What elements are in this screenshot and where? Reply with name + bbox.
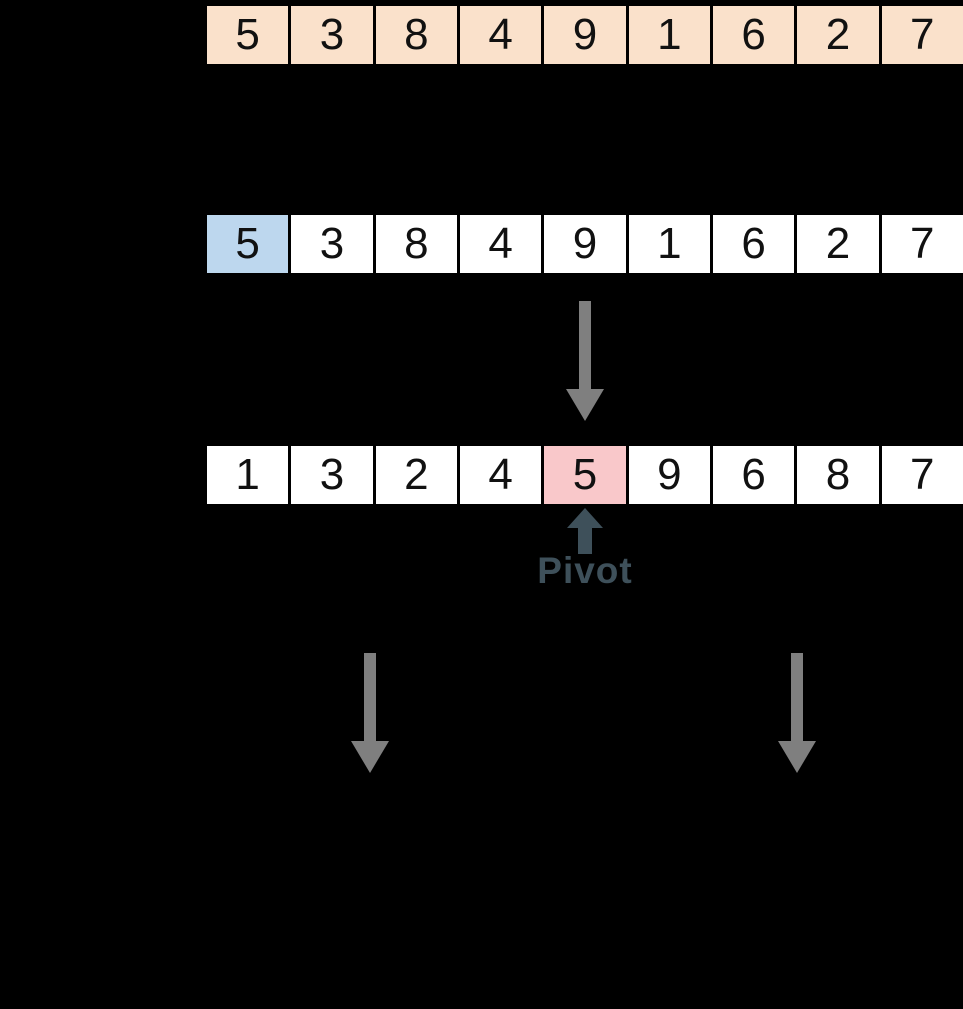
array-cell: 2 [797,6,879,64]
array-cell: 5 [207,6,289,64]
array-cell: 4 [459,446,542,504]
array-cell-pivot-selected: 5 [207,215,289,273]
array-cell: 1 [207,446,289,504]
pivot-arrow-up-icon [567,508,603,554]
array-cell: 4 [459,215,542,273]
array-cell: 6 [712,215,795,273]
array-cell: 3 [291,215,373,273]
array-cell: 7 [881,6,963,64]
array-cell: 8 [797,446,879,504]
array-cell: 2 [375,446,457,504]
array-cell: 7 [881,446,963,504]
partitioned-array: 1 3 2 4 5 9 6 8 7 [204,443,963,507]
array-cell: 2 [797,215,879,273]
array-cell: 3 [291,6,373,64]
array-cell: 3 [291,446,373,504]
array-cell-pivot: 5 [544,446,626,504]
array-cell: 4 [459,6,542,64]
arrow-down-right-partition-icon [778,653,816,773]
pivot-label: Pivot [537,550,633,591]
array-cell: 8 [375,215,457,273]
array-cell: 6 [712,6,795,64]
unsorted-array: 5 3 8 4 9 1 6 2 7 [204,3,963,67]
array-cell: 1 [628,215,710,273]
pivot-selected-array: 5 3 8 4 9 1 6 2 7 [204,212,963,276]
array-cell: 9 [544,215,626,273]
array-cell: 7 [881,215,963,273]
array-cell: 8 [375,6,457,64]
array-cell: 6 [712,446,795,504]
array-cell: 9 [544,6,626,64]
arrow-down-icon [566,301,604,421]
arrow-down-left-partition-icon [351,653,389,773]
array-cell: 1 [628,6,710,64]
array-cell: 9 [628,446,710,504]
